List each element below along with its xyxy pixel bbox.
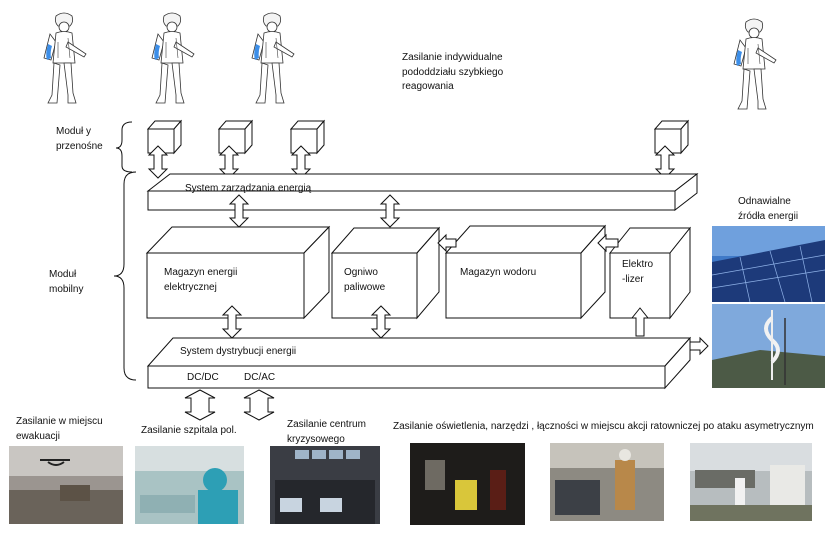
label-line: elektrycznej bbox=[164, 281, 217, 293]
portable-module-icon bbox=[147, 120, 182, 154]
label-line: źródła energii bbox=[738, 210, 799, 222]
electrolyzer-block bbox=[608, 226, 692, 320]
fuel-cell-label: Ogniwo paliwowe bbox=[344, 266, 385, 295]
electric-storage-block bbox=[145, 225, 331, 320]
label-line: Elektro bbox=[622, 259, 654, 270]
label-line: Odnawialne bbox=[738, 196, 791, 207]
soldier-icon bbox=[251, 12, 295, 104]
soldier-icon bbox=[43, 12, 87, 104]
output-arrow-dcdc bbox=[184, 389, 216, 421]
fuel-cell-block bbox=[330, 226, 441, 320]
hydrogen-storage-block bbox=[444, 224, 607, 320]
label-line: Zasilanie centrum bbox=[287, 419, 366, 430]
label-line: przenośne bbox=[56, 140, 103, 152]
crisis-center-photo bbox=[270, 446, 380, 524]
solar-panel-photo bbox=[711, 226, 826, 303]
hydrogen-storage-label: Magazyn wodoru bbox=[460, 267, 537, 278]
distribution-label: System dystrybucji energii bbox=[180, 346, 297, 357]
electric-storage-label: Magazyn energii elektrycznej bbox=[164, 266, 237, 295]
portable-module-icon bbox=[654, 120, 689, 154]
evacuation-photo bbox=[9, 446, 123, 524]
left-arrow-icon bbox=[437, 233, 457, 253]
wind-turbine-photo bbox=[712, 304, 825, 388]
hospital-photo bbox=[135, 446, 244, 524]
renewables-label: Odnawialne źródła energii bbox=[738, 195, 798, 224]
portable-modules-label: Moduł y przenośne bbox=[56, 125, 103, 154]
label-line: Ogniwo bbox=[344, 267, 378, 278]
energy-management-label: System zarządzania energią bbox=[185, 183, 312, 194]
label-line: Moduł y bbox=[56, 126, 92, 137]
portable-module-icon bbox=[290, 120, 325, 154]
right-arrow-icon bbox=[689, 336, 709, 356]
energy-management-bar bbox=[146, 172, 699, 212]
rescue-photo-3 bbox=[690, 443, 812, 521]
left-arrow-icon bbox=[597, 233, 619, 253]
label-line: Moduł bbox=[49, 269, 77, 280]
rescue-photo-1 bbox=[410, 443, 525, 525]
label-line: kryzysowego bbox=[287, 433, 345, 445]
soldier-icon bbox=[733, 18, 777, 110]
dcdc-label: DC/DC bbox=[187, 372, 219, 383]
label-line: -lizer bbox=[622, 273, 644, 285]
label-line: Magazyn energii bbox=[164, 267, 238, 278]
top-note-line: reagowania bbox=[402, 81, 454, 92]
evacuation-label: Zasilanie w miejscu ewakuacji bbox=[16, 415, 103, 444]
soldier-icon bbox=[151, 12, 195, 104]
brace-icon bbox=[113, 171, 137, 381]
brace-icon bbox=[115, 121, 133, 173]
distribution-bar bbox=[146, 336, 692, 390]
label-line: ewakuacji bbox=[16, 430, 60, 442]
rescue-photo-2 bbox=[550, 443, 664, 521]
electrolyzer-label: Elektro -lizer bbox=[622, 258, 653, 287]
hospital-label: Zasilanie szpitala pol. bbox=[141, 425, 237, 436]
label-line: Zasilanie w miejscu bbox=[16, 416, 103, 427]
top-note-line: pododdziału szybkiego bbox=[402, 66, 504, 78]
top-note: Zasilanie indywidualne pododdziału szybk… bbox=[402, 51, 503, 95]
rescue-label: Zasilanie oświetlenia, narzędzi , łączno… bbox=[393, 421, 814, 432]
output-arrow-dcac bbox=[243, 389, 275, 421]
dcac-label: DC/AC bbox=[244, 372, 276, 383]
label-line: paliwowe bbox=[344, 281, 386, 293]
top-note-line: Zasilanie indywidualne bbox=[402, 52, 503, 63]
up-arrow-icon bbox=[630, 307, 650, 337]
mobile-module-label: Moduł mobilny bbox=[49, 268, 83, 297]
crisis-center-label: Zasilanie centrum kryzysowego bbox=[287, 418, 366, 447]
portable-module-icon bbox=[218, 120, 253, 154]
label-line: mobilny bbox=[49, 283, 84, 295]
